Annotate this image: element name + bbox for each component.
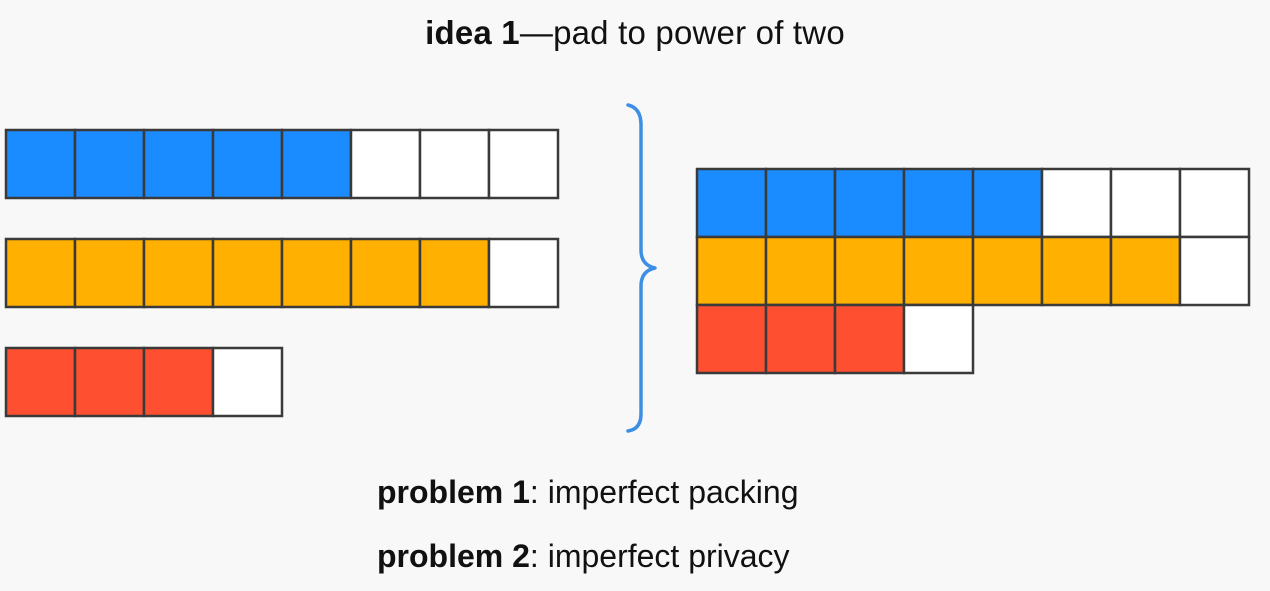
title-rest: —pad to power of two [519,14,845,51]
blue-cell [695,167,768,239]
problem-2-caption: problem 2: imperfect privacy [377,538,790,575]
empty-cell [902,303,975,375]
curly-brace-icon [626,103,657,433]
red-cell [4,346,77,418]
yellow-row [4,237,560,309]
yellow-cell [971,235,1044,307]
yellow-cell [833,235,906,307]
empty-cell [487,237,560,309]
yellow-cell [349,237,422,309]
red-cell [73,346,146,418]
blue-cell [211,128,284,200]
empty-cell [1040,167,1113,239]
yellow-cell [764,235,837,307]
yellow-cell [142,237,215,309]
empty-cell [1178,235,1251,307]
empty-cell [487,128,560,200]
blue-row [4,128,560,200]
packed-rows [695,167,1251,375]
blue-cell [142,128,215,200]
blue-cell [833,167,906,239]
red-cell [833,303,906,375]
problem-2-label: problem 2 [377,538,530,574]
blue-cell [971,167,1044,239]
yellow-row [695,235,1251,307]
red-row [695,303,975,375]
yellow-cell [280,237,353,309]
title-bold: idea 1 [425,14,520,51]
slide-title: idea 1—pad to power of two [0,14,1270,52]
yellow-cell [73,237,146,309]
blue-cell [280,128,353,200]
yellow-cell [211,237,284,309]
empty-cell [1109,167,1182,239]
red-cell [764,303,837,375]
blue-cell [764,167,837,239]
blue-row [695,167,1251,239]
blue-cell [902,167,975,239]
red-cell [695,303,768,375]
yellow-cell [1040,235,1113,307]
red-row [4,346,284,418]
yellow-cell [418,237,491,309]
problem-1-text: : imperfect packing [529,474,799,510]
empty-cell [418,128,491,200]
blue-cell [73,128,146,200]
red-cell [142,346,215,418]
yellow-cell [4,237,77,309]
yellow-cell [695,235,768,307]
problem-1-caption: problem 1: imperfect packing [377,474,798,511]
yellow-cell [902,235,975,307]
yellow-cell [1109,235,1182,307]
empty-cell [211,346,284,418]
empty-cell [1178,167,1251,239]
empty-cell [349,128,422,200]
blue-cell [4,128,77,200]
problem-1-label: problem 1 [377,474,530,510]
separate-rows [4,128,560,418]
problem-2-text: : imperfect privacy [529,538,790,574]
